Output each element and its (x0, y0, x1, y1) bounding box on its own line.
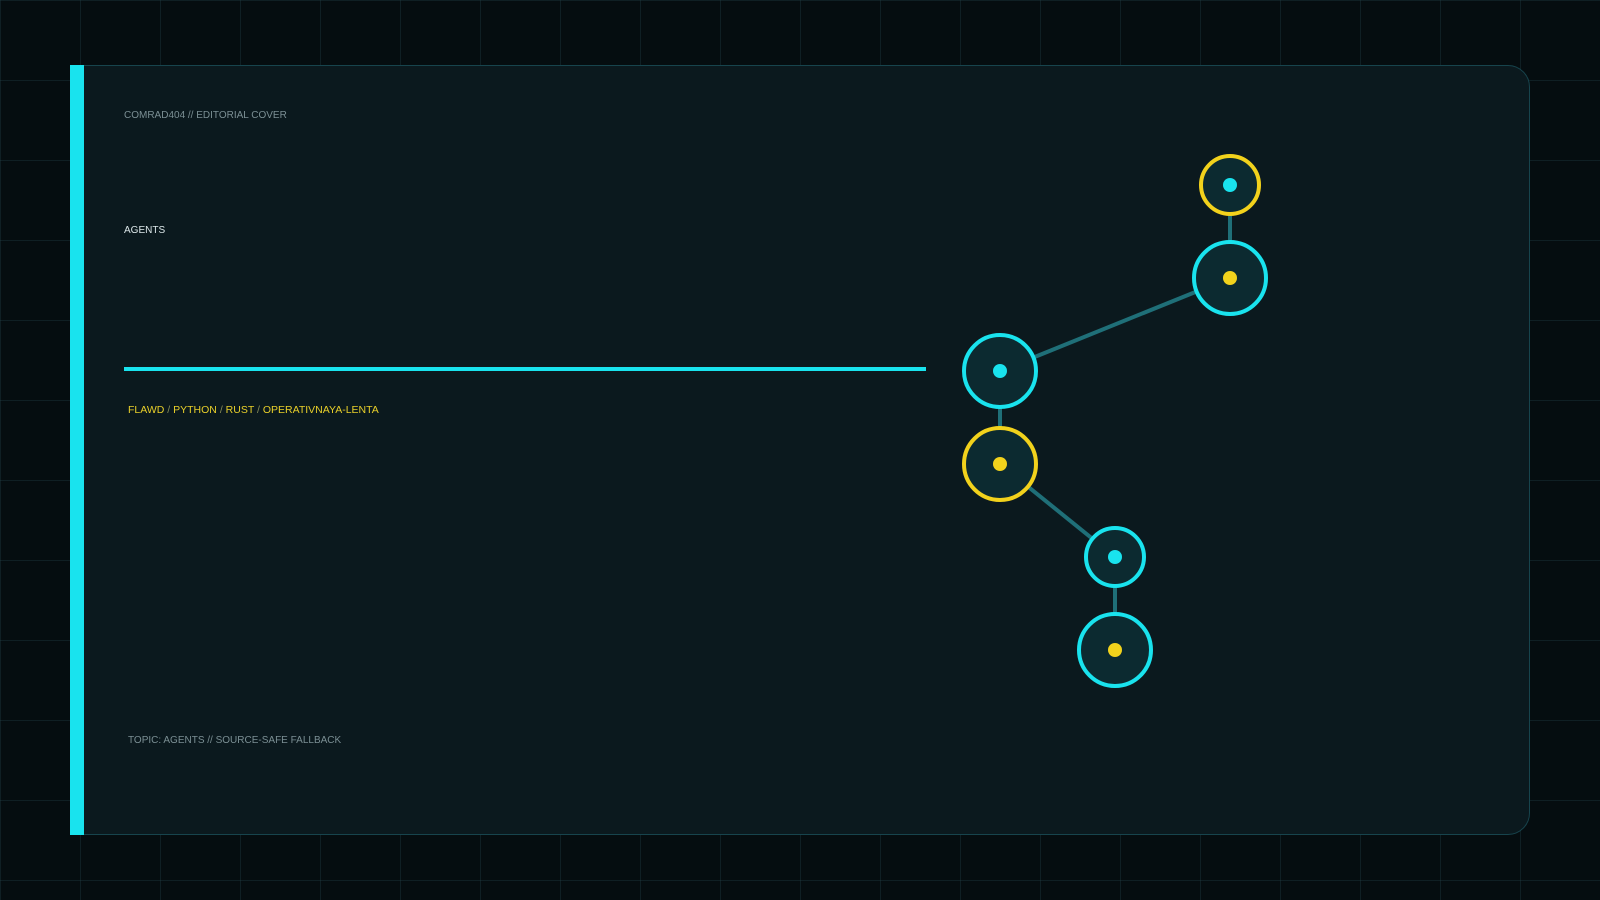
graph-node (1077, 612, 1153, 688)
graph-node-dot (993, 364, 1007, 378)
tag-flawd: FLAWD (128, 404, 165, 416)
cover-title: AGENTS (124, 225, 166, 236)
tag-separator: / (257, 404, 260, 416)
graph-node-dot (1223, 271, 1237, 285)
graph-node (1199, 154, 1261, 216)
graph-node (1084, 526, 1146, 588)
tag-list: FLAWD / PYTHON / RUST / OPERATIVNAYA-LEN… (128, 404, 379, 416)
graph-node-dot (1108, 550, 1122, 564)
accent-bar (70, 65, 84, 835)
graph-node (962, 333, 1038, 409)
graph-node (962, 426, 1038, 502)
footer-label: TOPIC: AGENTS // SOURCE-SAFE FALLBACK (128, 735, 342, 746)
tag-separator: / (219, 404, 223, 416)
graph-node (1192, 240, 1268, 316)
graph-node-dot (1108, 643, 1122, 657)
tag-python: PYTHON (173, 404, 217, 416)
graph-edge (999, 276, 1231, 373)
eyebrow-label: COMRAD404 // EDITORIAL COVER (124, 110, 287, 121)
cover-card (70, 65, 1530, 835)
graph-nodes (962, 154, 1268, 688)
tag-rust: RUST (225, 404, 255, 416)
title-rule (124, 367, 926, 371)
graph-node-dot (993, 457, 1007, 471)
tag-operativnaya-lenta: OPERATIVNAYA-LENTA (262, 404, 379, 416)
graph-node-dot (1223, 178, 1237, 192)
tag-separator: / (167, 404, 171, 416)
